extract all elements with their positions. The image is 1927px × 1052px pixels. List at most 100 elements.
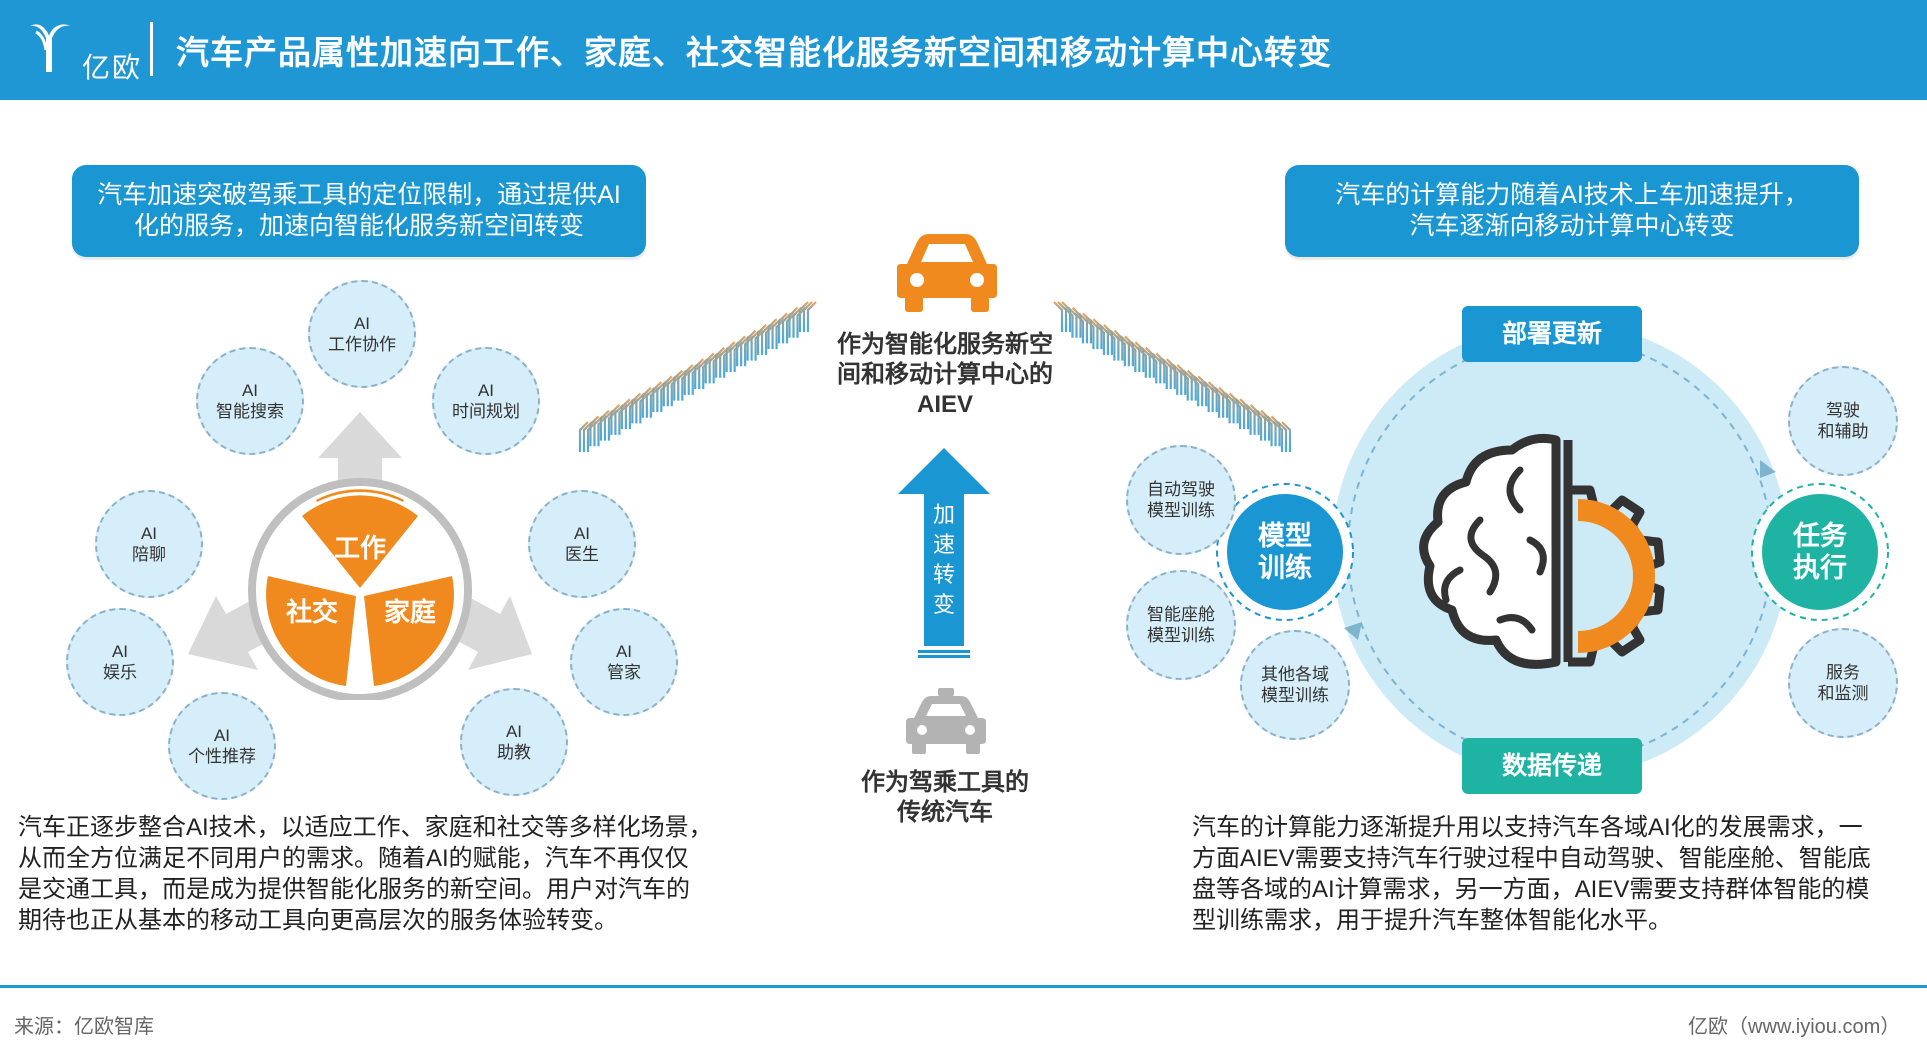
chevron-stroke <box>754 329 765 361</box>
chevron-stroke <box>1262 415 1273 447</box>
bubble-autodrive-training: 自动驾驶模型训练 <box>1126 445 1236 555</box>
chevron-stroke <box>796 306 807 338</box>
chevron-stroke <box>1270 415 1281 447</box>
chevron-stroke <box>1235 398 1246 430</box>
chevron-stroke <box>785 312 796 344</box>
chevron-stroke <box>683 364 694 395</box>
chevron-stroke <box>662 375 673 407</box>
chevron-stroke <box>723 346 733 378</box>
chevron-stroke <box>578 421 589 452</box>
chevron-stroke <box>767 318 778 350</box>
chevron-stroke <box>1231 398 1242 430</box>
chevron-stroke <box>681 369 692 401</box>
exec-node-label: 任务 执行 <box>1793 521 1847 583</box>
exec-node-circle <box>1762 494 1878 610</box>
chevron-stroke <box>806 301 817 332</box>
chevron-stroke <box>1256 409 1267 441</box>
chevron-stroke <box>614 404 625 435</box>
chevron-stroke <box>656 381 667 412</box>
chevron-stroke <box>677 369 688 401</box>
bubble-driving-assist: 驾驶和辅助 <box>1788 366 1898 476</box>
chevron-stroke <box>673 369 684 401</box>
right-paragraph: 汽车的计算能力逐渐提升用以支持汽车各域AI化的发展需求，一 方面AIEV需要支持… <box>1192 814 1871 934</box>
chevron-stroke <box>1266 415 1277 447</box>
chevron-stroke <box>652 381 663 412</box>
chevron-stroke <box>1199 381 1210 412</box>
chevron-stroke <box>1120 335 1130 367</box>
chevron-stroke <box>1260 409 1271 441</box>
chevron-stroke <box>1134 341 1145 372</box>
right-banner: 汽车的计算能力随着AI技术上车加速提升， 汽车逐渐向移动计算中心转变 <box>1285 165 1859 257</box>
chevron-stroke <box>802 301 813 332</box>
chevron-stroke <box>1155 352 1166 384</box>
chevron-stroke <box>1145 346 1155 378</box>
chevron-stroke <box>628 398 639 430</box>
left-chevron-trail <box>578 301 817 452</box>
chevron-stroke <box>792 306 803 338</box>
chevron-stroke <box>719 346 729 378</box>
chevron-stroke <box>1071 306 1082 338</box>
chevron-stroke <box>610 404 621 435</box>
chevron-stroke <box>694 358 705 390</box>
site-credit[interactable]: 亿欧（www.iyiou.com） <box>1688 1016 1901 1038</box>
chevron-stroke <box>729 341 740 372</box>
left-paragraph: 汽车正逐步整合AI技术，以适应工作、家庭和社交等多样化场景， 从而全方位满足不同… <box>18 814 713 934</box>
chevron-stroke <box>1126 341 1137 372</box>
chevron-stroke <box>1218 386 1229 418</box>
chevron-stroke <box>1074 312 1085 344</box>
left-banner-line-1: 汽车加速突破驾乘工具的定位限制，通过提供AI <box>97 181 621 209</box>
chevron-stroke <box>1214 386 1225 418</box>
chevron-stroke <box>1161 358 1172 390</box>
chevron-stroke <box>1061 301 1072 332</box>
chevron-stroke <box>1103 324 1114 355</box>
chevron-stroke <box>1245 404 1256 435</box>
chevron-stroke <box>756 324 767 355</box>
chevron-stroke <box>1113 329 1124 361</box>
chevron-stroke <box>764 324 775 355</box>
chevron-stroke <box>1057 301 1068 332</box>
chevron-stroke <box>746 329 757 361</box>
chevron-stroke <box>607 409 618 441</box>
core-label-work: 工作 <box>333 533 386 563</box>
chevron-stroke <box>1277 421 1288 452</box>
chevron-stroke <box>736 335 746 367</box>
chevron-stroke <box>1116 335 1126 367</box>
right-banner-line-1: 汽车的计算能力随着AI技术上车加速提升， <box>1335 181 1809 209</box>
chevron-stroke <box>631 392 642 424</box>
data-transfer-label: 数据传递 <box>1462 738 1642 794</box>
chevron-stroke <box>781 312 792 344</box>
chevron-stroke <box>1172 364 1183 395</box>
header-divider <box>150 22 153 76</box>
header-bar <box>0 0 1927 100</box>
chevron-stroke <box>712 352 723 384</box>
chevron-stroke <box>1182 369 1193 401</box>
chevron-stroke <box>1137 346 1147 378</box>
chevron-stroke <box>1281 421 1292 452</box>
logo-icon <box>30 24 70 72</box>
deploy-update-label: 部署更新 <box>1462 306 1642 362</box>
logo-text: 亿欧 <box>82 52 143 83</box>
aiev-label: 作为智能化服务新空 间和移动计算中心的 AIEV <box>837 331 1053 418</box>
chevron-stroke <box>1220 392 1231 424</box>
chevron-stroke <box>1178 369 1189 401</box>
chevron-stroke <box>1210 386 1221 418</box>
chevron-stroke <box>798 301 809 332</box>
chevron-stroke <box>1124 335 1134 367</box>
chevron-stroke <box>1186 369 1197 401</box>
chevron-stroke <box>1105 329 1116 361</box>
core-label-family: 家庭 <box>383 597 436 627</box>
traditional-car-icon <box>906 688 986 754</box>
chevron-stroke <box>635 392 646 424</box>
chevron-stroke <box>1224 392 1235 424</box>
chevron-stroke <box>740 335 750 367</box>
chevron-stroke <box>744 335 754 367</box>
bubble-cockpit-training: 智能座舱模型训练 <box>1126 570 1236 680</box>
bubble-service-monitor: 服务和监测 <box>1788 628 1898 738</box>
chevron-stroke <box>1082 312 1093 344</box>
chevron-stroke <box>1168 364 1179 395</box>
